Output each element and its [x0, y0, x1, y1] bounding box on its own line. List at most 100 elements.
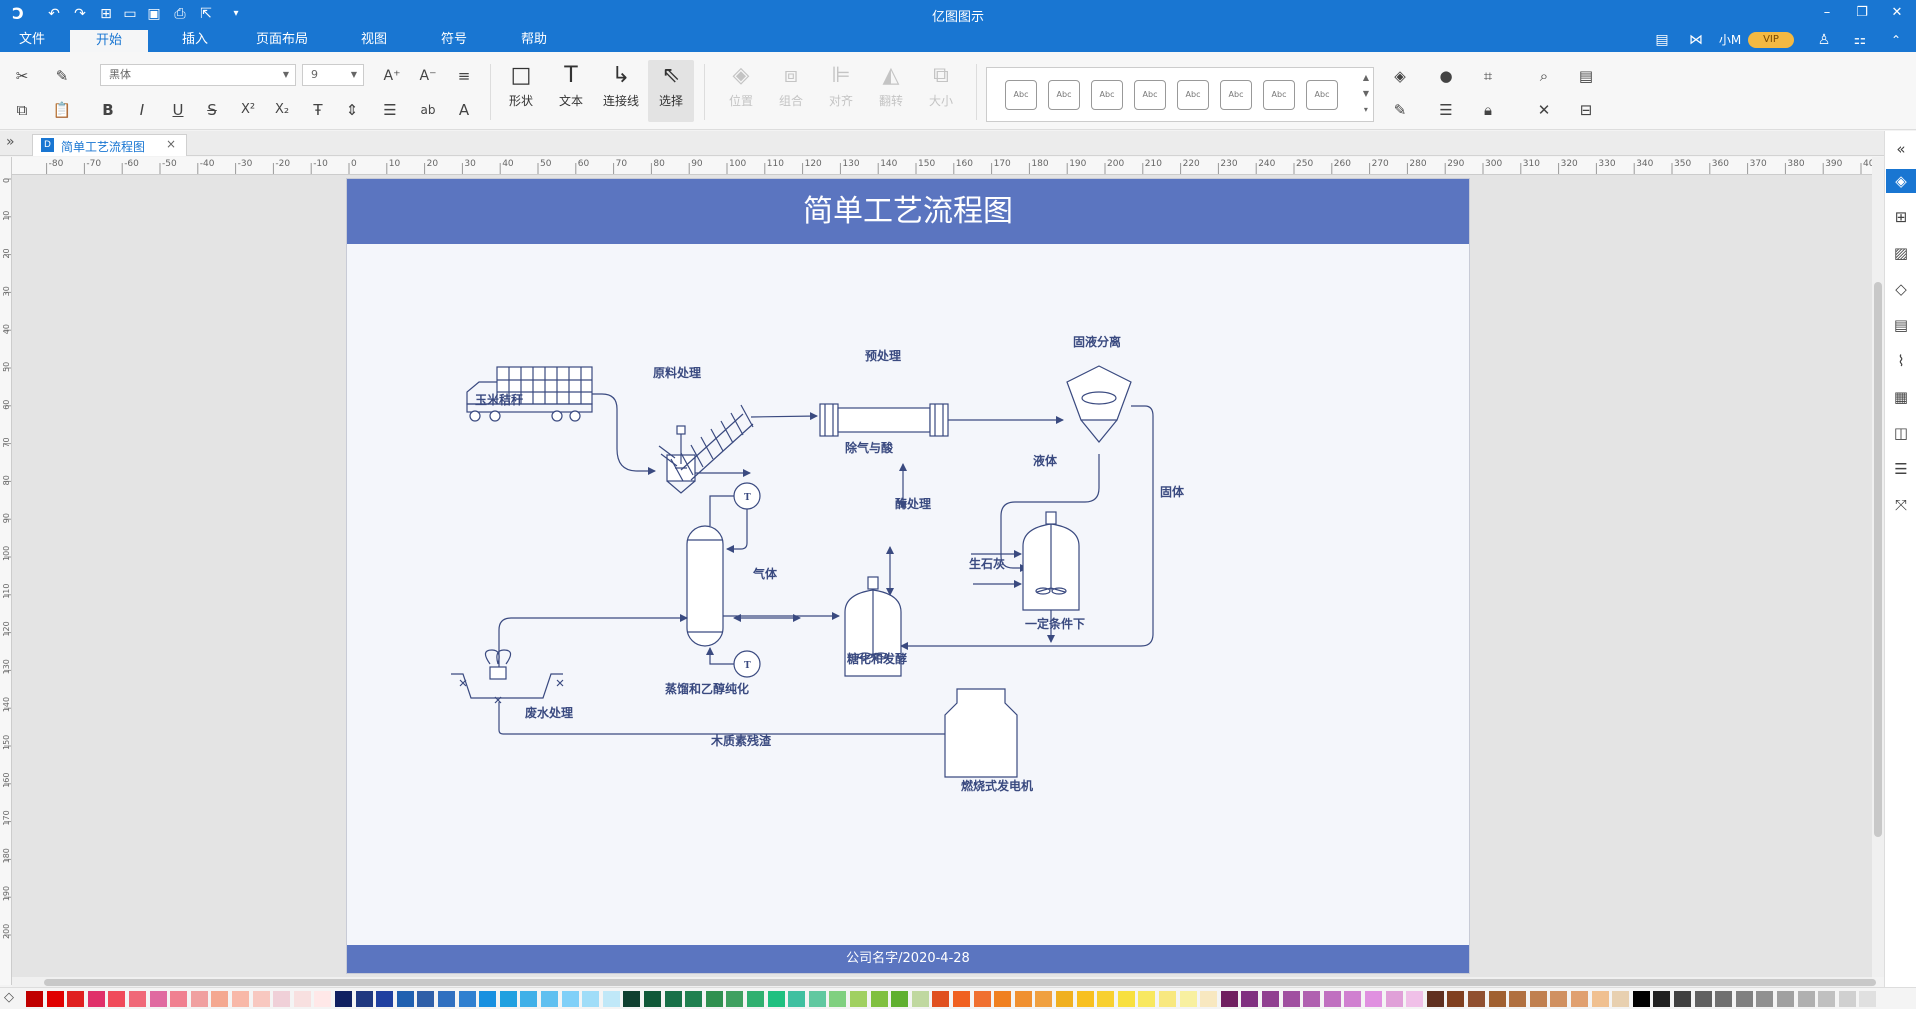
drawing-canvas[interactable]: 简单工艺流程图 — [12, 175, 1872, 977]
tools-icon[interactable]: ✕ — [1537, 101, 1551, 119]
color-swatch[interactable] — [932, 991, 950, 1007]
fill-icon[interactable]: ◈ — [1394, 67, 1406, 85]
redo-icon[interactable]: ↷ — [74, 6, 86, 22]
color-swatch[interactable] — [232, 991, 249, 1007]
color-swatch[interactable] — [1056, 991, 1073, 1007]
flow-line[interactable] — [750, 412, 818, 421]
label-corn-stalk[interactable]: 玉米秸秆 — [475, 392, 523, 407]
color-swatch[interactable] — [1571, 991, 1588, 1007]
no-fill-icon[interactable]: ◇ — [4, 990, 14, 1005]
comment-icon[interactable]: ▤ — [1655, 32, 1669, 48]
collapse-ribbon-icon[interactable]: ⌃ — [1890, 33, 1902, 47]
color-swatch[interactable] — [705, 991, 723, 1007]
flow-line[interactable] — [498, 614, 688, 668]
generator-icon[interactable] — [944, 688, 1018, 778]
color-swatch[interactable] — [1117, 991, 1135, 1007]
label-wastewater[interactable]: 废水处理 — [525, 705, 573, 720]
new-file-icon[interactable]: ⊞ — [100, 6, 112, 22]
color-swatch[interactable] — [170, 991, 188, 1007]
color-swatch[interactable] — [726, 991, 744, 1007]
color-swatch[interactable] — [1735, 991, 1753, 1007]
color-swatch[interactable] — [376, 991, 394, 1007]
vertical-scroll-thumb[interactable] — [1874, 282, 1882, 837]
close-button[interactable]: ✕ — [1891, 5, 1903, 20]
cut-icon[interactable]: ✂ — [15, 67, 29, 85]
collapse-panel-icon[interactable]: « — [1896, 140, 1906, 158]
color-swatch[interactable] — [973, 991, 991, 1007]
color-swatch[interactable] — [108, 991, 126, 1007]
bold-icon[interactable]: B — [102, 101, 114, 119]
layout-panel-icon[interactable]: ◫ — [1893, 424, 1909, 442]
format-panel-icon[interactable]: ☰ — [1894, 460, 1908, 478]
wastewater-tank-icon[interactable] — [451, 649, 564, 704]
find-replace-icon[interactable]: ▤ — [1578, 67, 1594, 85]
label-enzyme[interactable]: 酶处理 — [895, 496, 931, 511]
underline-icon[interactable]: U — [172, 101, 184, 119]
distillation-column-icon[interactable] — [686, 482, 761, 678]
color-swatch[interactable] — [850, 991, 867, 1007]
share-icon[interactable]: ⋈ — [1689, 32, 1703, 48]
vip-badge[interactable]: VIP — [1748, 32, 1794, 48]
color-swatch[interactable] — [252, 991, 270, 1007]
reactor-tank-icon[interactable] — [1022, 511, 1080, 611]
color-swatch[interactable] — [1179, 991, 1197, 1007]
lock-icon[interactable]: 🔒︎ — [1484, 101, 1492, 119]
color-swatch[interactable] — [1159, 991, 1176, 1007]
undo-icon[interactable]: ↶ — [48, 6, 60, 22]
color-swatch[interactable] — [67, 991, 85, 1007]
color-swatch[interactable] — [891, 991, 909, 1007]
color-swatch[interactable] — [1138, 991, 1156, 1007]
color-swatch[interactable] — [1014, 991, 1032, 1007]
color-swatch[interactable] — [1200, 991, 1218, 1007]
document-tab[interactable]: D 简单工艺流程图 × — [32, 134, 187, 156]
color-swatch[interactable] — [788, 991, 806, 1007]
style-preset[interactable]: Abc — [1220, 80, 1252, 110]
color-swatch[interactable] — [438, 991, 455, 1007]
process-flow-diagram[interactable]: 玉米秸秆 原料处理 预处理 固液分离 除气与酸 液体 固体 酶处理 生石灰 一定… — [347, 244, 1469, 947]
layers-panel-icon[interactable]: ◇ — [1895, 280, 1907, 298]
apps-icon[interactable]: ⚏ — [1853, 32, 1867, 48]
color-swatch[interactable] — [1674, 991, 1691, 1007]
color-swatch[interactable] — [1818, 991, 1836, 1007]
fermenter-tank-icon[interactable] — [844, 576, 902, 677]
menu-view[interactable]: 视图 — [360, 32, 387, 47]
label-solid-liquid-separation[interactable]: 固液分离 — [1073, 334, 1121, 349]
color-swatch[interactable] — [87, 991, 105, 1007]
fill-panel-icon[interactable]: ◈ — [1886, 169, 1916, 193]
style-preset[interactable]: Abc — [1134, 80, 1166, 110]
color-swatch[interactable] — [1303, 991, 1321, 1007]
color-swatch[interactable] — [520, 991, 538, 1007]
color-swatch[interactable] — [1756, 991, 1774, 1007]
color-swatch[interactable] — [644, 991, 661, 1007]
color-swatch[interactable] — [1797, 991, 1815, 1007]
color-swatch[interactable] — [211, 991, 229, 1007]
style-preset[interactable]: Abc — [1306, 80, 1338, 110]
horizontal-scroll-thumb[interactable] — [44, 979, 1876, 986]
color-swatch[interactable] — [1859, 991, 1877, 1007]
color-swatch[interactable] — [479, 991, 497, 1007]
color-swatch[interactable] — [1262, 991, 1279, 1007]
color-swatch[interactable] — [149, 991, 167, 1007]
menu-insert[interactable]: 插入 — [181, 32, 208, 47]
image-panel-icon[interactable]: ▨ — [1893, 244, 1909, 262]
font-color-icon[interactable]: A — [458, 101, 470, 119]
flip-button[interactable]: ◭翻转 — [868, 60, 914, 122]
color-swatch[interactable] — [1097, 991, 1115, 1007]
color-swatch[interactable] — [129, 991, 146, 1007]
flow-line[interactable] — [900, 405, 1154, 650]
color-swatch[interactable] — [911, 991, 929, 1007]
label-raw-material[interactable]: 原料处理 — [653, 365, 701, 380]
style-preset[interactable]: Abc — [1048, 80, 1080, 110]
label-gas[interactable]: 气体 — [752, 566, 778, 581]
text-align-icon[interactable]: ≡ — [457, 67, 471, 85]
restore-button[interactable]: ❐ — [1856, 5, 1868, 20]
close-tab-icon[interactable]: × — [165, 137, 176, 151]
color-swatch[interactable] — [1632, 991, 1650, 1007]
horizontal-scrollbar[interactable] — [12, 977, 1876, 987]
color-swatch[interactable] — [623, 991, 641, 1007]
label-distillation[interactable]: 蒸馏和乙醇纯化 — [665, 681, 749, 696]
color-swatch[interactable] — [458, 991, 476, 1007]
chart-panel-icon[interactable]: ⌇ — [1897, 352, 1905, 370]
line-style-icon[interactable]: ☰ — [1439, 101, 1453, 119]
